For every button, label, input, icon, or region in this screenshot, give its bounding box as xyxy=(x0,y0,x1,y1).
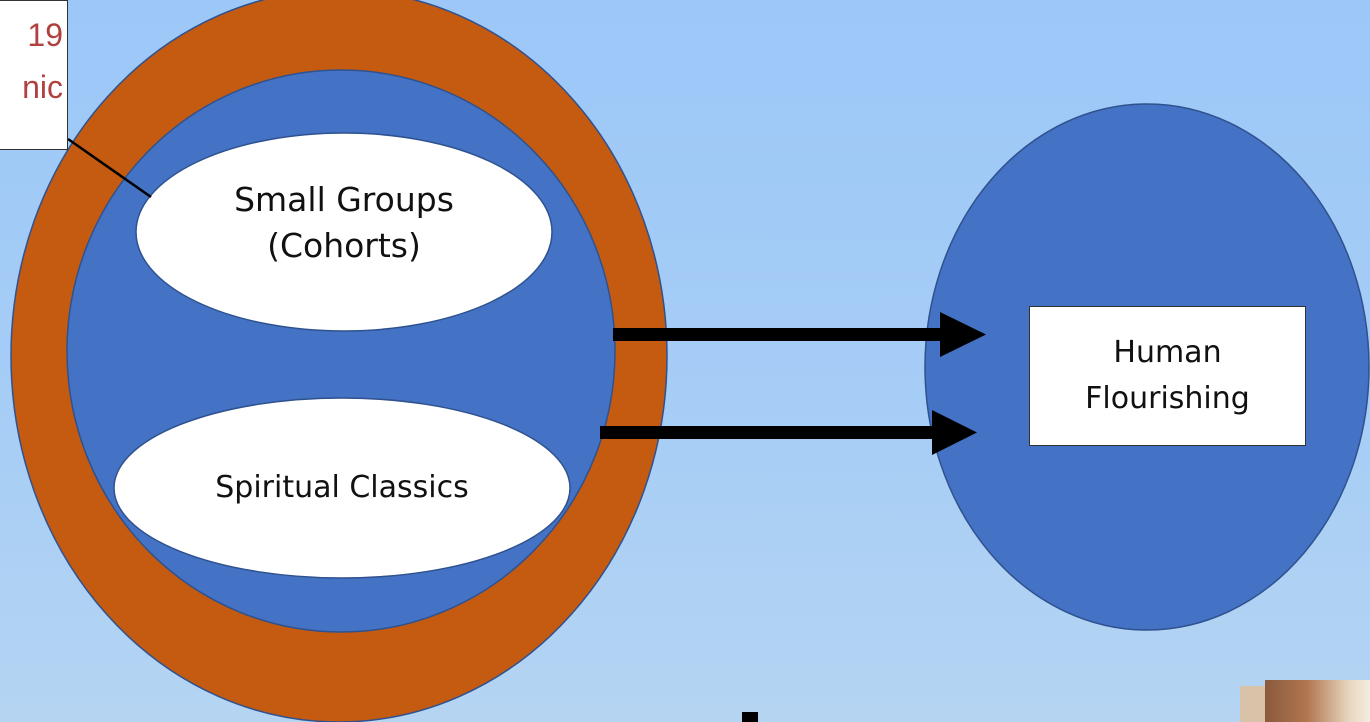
callout-connector xyxy=(67,137,152,199)
arrow-lower xyxy=(600,410,977,455)
human-flourishing-line-1: Human xyxy=(1113,335,1222,370)
callout-line-1: 19 xyxy=(27,17,63,53)
callout-box: 19 nic xyxy=(0,0,68,150)
callout-line-2: nic xyxy=(22,69,63,105)
spiritual-classics-line-1: Spiritual Classics xyxy=(215,470,469,505)
small-groups-line-1: Small Groups xyxy=(234,180,454,219)
corner-photo xyxy=(1265,680,1370,722)
human-flourishing-line-2: Flourishing xyxy=(1085,381,1250,416)
spiritual-classics-label: Spiritual Classics xyxy=(134,465,550,511)
arrow-upper xyxy=(613,312,986,357)
small-groups-ellipse xyxy=(135,132,553,332)
small-groups-label: Small Groups (Cohorts) xyxy=(160,177,528,269)
small-groups-line-2: (Cohorts) xyxy=(267,226,421,265)
partial-glyph xyxy=(742,712,758,722)
human-flourishing-box: Human Flourishing xyxy=(1029,306,1306,446)
spiritual-classics-ellipse xyxy=(113,397,571,579)
